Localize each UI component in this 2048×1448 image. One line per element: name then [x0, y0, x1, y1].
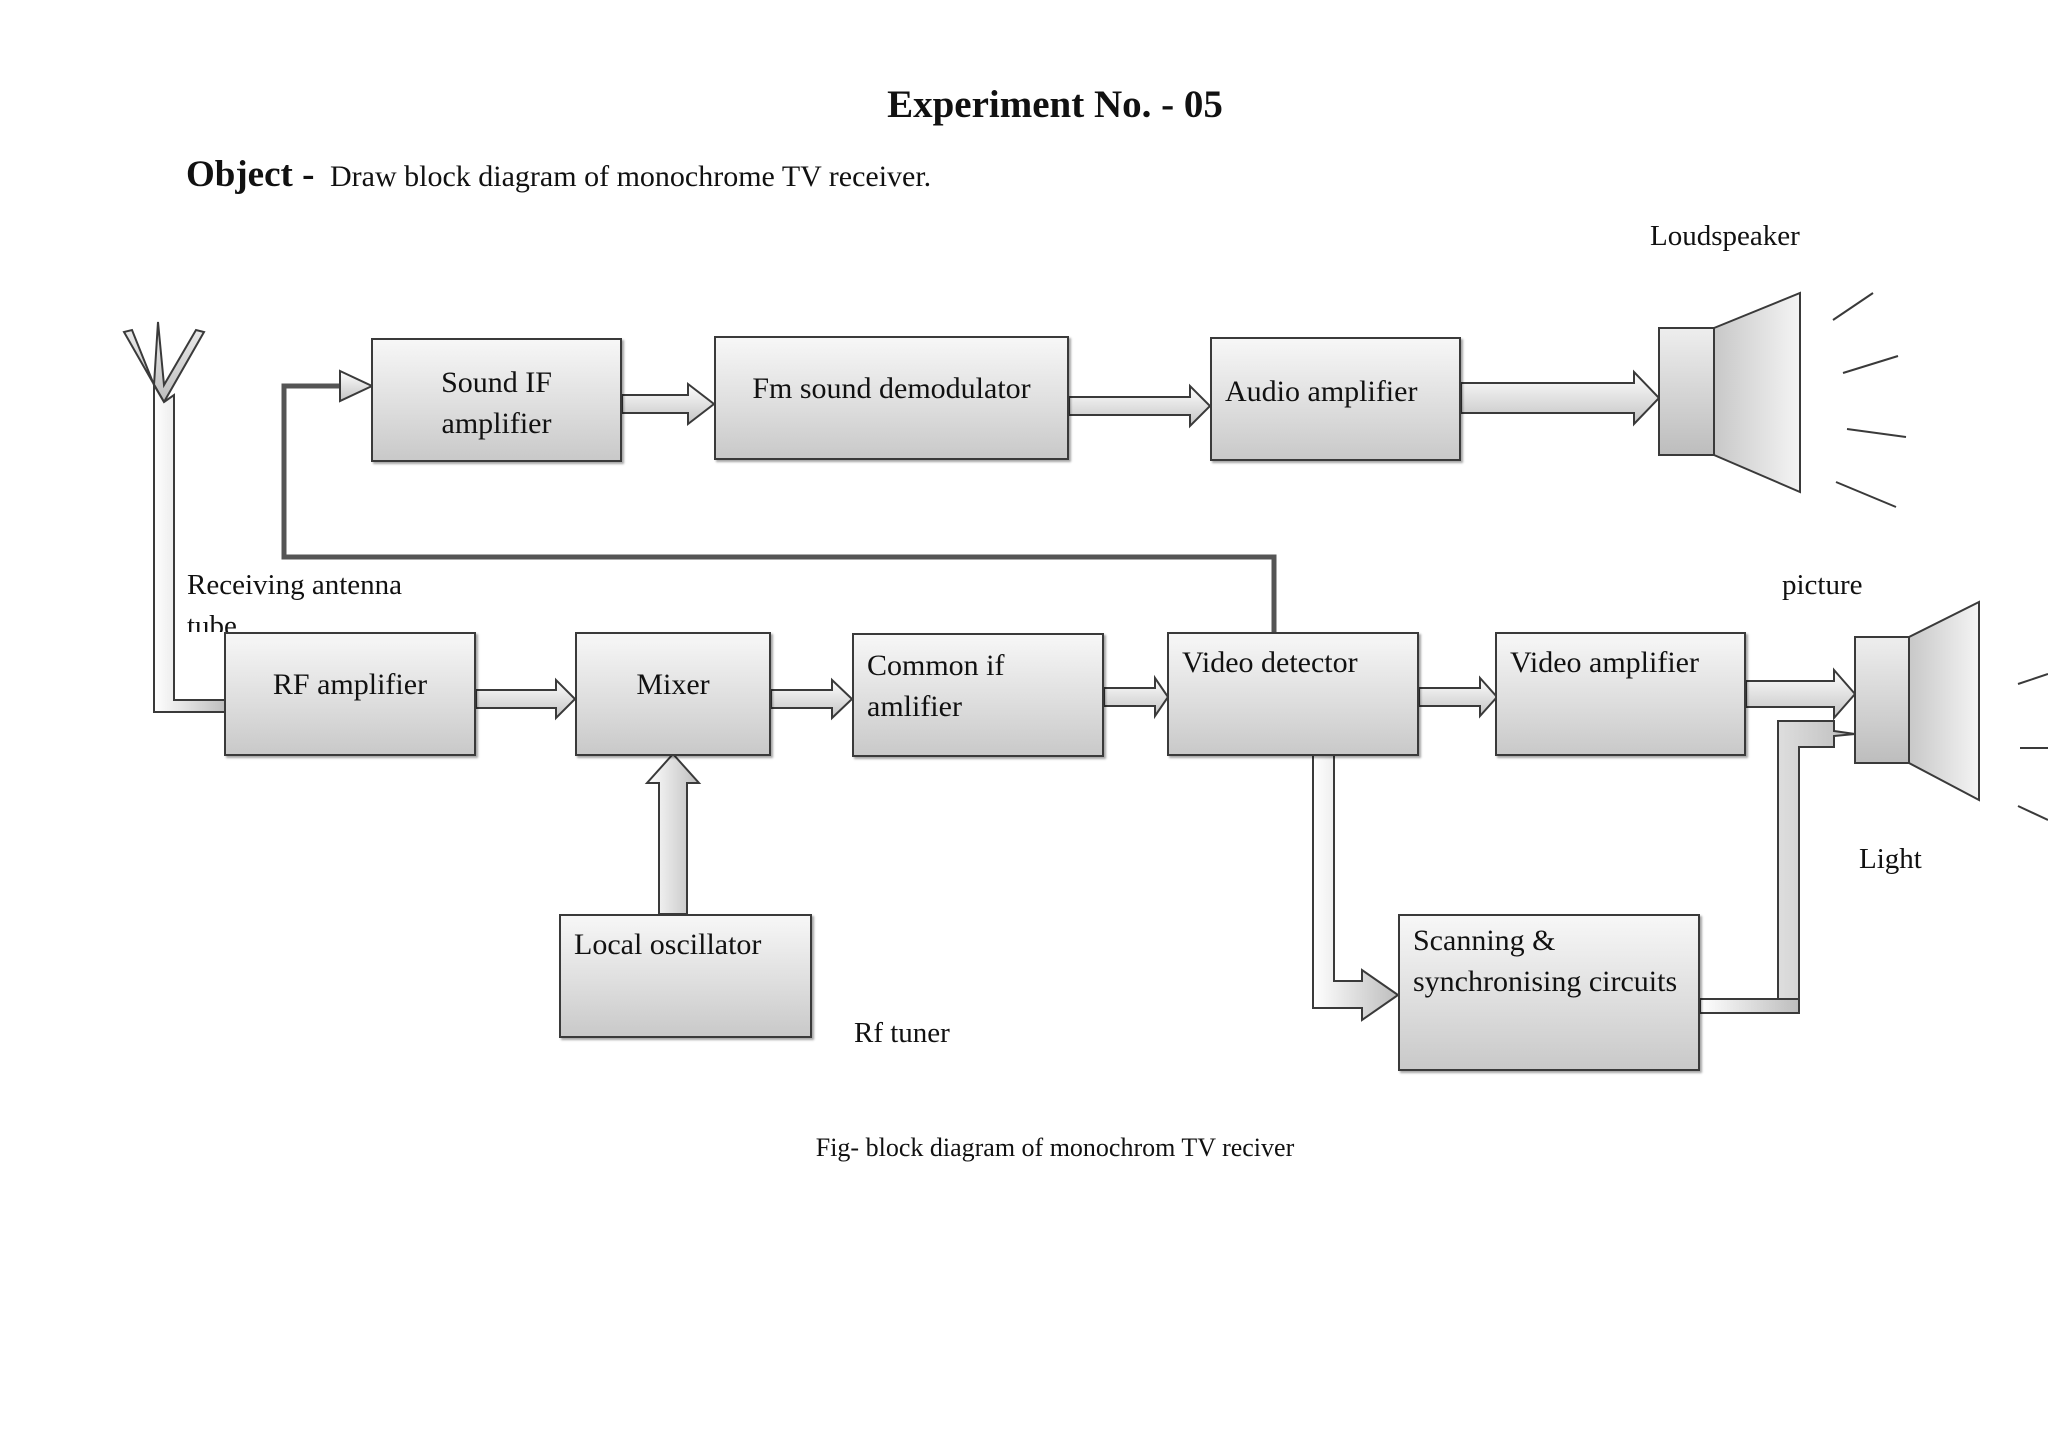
- picture-tube-icon: [1854, 600, 2048, 821]
- object-label: Object -: [186, 154, 315, 195]
- loudspeaker-icon: [1658, 291, 1907, 508]
- fm-sound-demodulator-label: Fm sound demodulator: [752, 372, 1031, 405]
- tube-label: tube: [187, 610, 237, 632]
- local-oscillator-block: Local oscillator: [559, 914, 812, 1038]
- arrow-scanning-to-picture-tube: [1700, 720, 1856, 1000]
- video-detector-label: Video detector: [1182, 646, 1358, 679]
- arrow-video-amp-to-picture-tube: [1745, 667, 1857, 721]
- arrow-video-det-to-scanning: [1312, 754, 1400, 1022]
- video-detector-block: Video detector: [1167, 632, 1419, 756]
- scanning-synchronising-block: Scanning & synchronising circuits: [1398, 914, 1700, 1071]
- picture-label: picture: [1782, 569, 1863, 601]
- receiving-antenna-label: Receiving antenna: [187, 569, 402, 601]
- scanning-synchronising-label: Scanning & synchronising circuits: [1413, 924, 1678, 998]
- sound-if-amplifier-label: Sound IF amplifier: [441, 366, 552, 440]
- loudspeaker-label: Loudspeaker: [1650, 220, 1800, 252]
- sound-if-amplifier-block: Sound IF amplifier: [371, 338, 622, 462]
- rf-amplifier-block: RF amplifier: [224, 632, 476, 756]
- arrow-local-osc-to-mixer: [644, 752, 702, 915]
- common-if-amplifier-block: Common if amlifier: [852, 633, 1104, 757]
- figure-caption: Fig- block diagram of monochrom TV reciv…: [815, 1133, 1295, 1162]
- video-amplifier-block: Video amplifier: [1495, 632, 1746, 756]
- mixer-block: Mixer: [575, 632, 771, 756]
- rf-amplifier-label: RF amplifier: [272, 668, 428, 701]
- arrow-fm-to-audio: [1068, 383, 1212, 429]
- arrow-mixer-to-common-if: [770, 677, 854, 721]
- video-amplifier-label: Video amplifier: [1510, 646, 1699, 679]
- page-title: Experiment No. - 05: [887, 83, 1223, 126]
- arrow-audio-to-loudspeaker: [1460, 369, 1661, 427]
- object-text: Draw block diagram of monochrome TV rece…: [330, 160, 932, 193]
- arrow-scanning-tail: [1699, 998, 1800, 1014]
- fm-sound-demodulator-block: Fm sound demodulator: [714, 336, 1069, 460]
- rf-tuner-label: Rf tuner: [854, 1017, 950, 1049]
- common-if-amplifier-label: Common if amlifier: [867, 649, 1005, 723]
- audio-amplifier-block: Audio amplifier: [1210, 337, 1461, 461]
- local-oscillator-label: Local oscillator: [574, 928, 762, 961]
- arrow-common-if-to-video-det: [1103, 674, 1170, 720]
- mixer-label: Mixer: [636, 668, 710, 701]
- arrow-sound-if-to-fm: [621, 381, 716, 427]
- antenna-icon: [122, 321, 227, 713]
- arrow-video-det-to-video-amp: [1418, 675, 1499, 719]
- light-label: Light: [1859, 843, 1922, 875]
- audio-amplifier-label: Audio amplifier: [1225, 375, 1418, 408]
- arrow-rf-to-mixer: [475, 677, 577, 721]
- sound-if-feed-line: [281, 369, 1277, 632]
